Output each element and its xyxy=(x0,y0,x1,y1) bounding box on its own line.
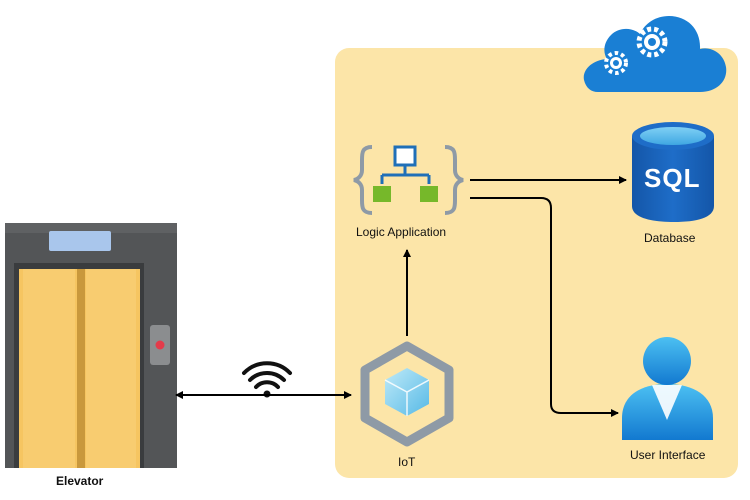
logic-app-label: Logic Application xyxy=(356,225,447,239)
iot-label: IoT xyxy=(398,455,416,469)
user-interface-label: User Interface xyxy=(630,448,706,462)
connectors xyxy=(175,176,627,417)
user-icon xyxy=(622,337,713,440)
cloud-gears-icon xyxy=(583,16,727,92)
sql-database-icon xyxy=(632,122,714,222)
elevator-call-button xyxy=(155,340,165,350)
elevator-icon xyxy=(5,223,177,468)
logic-app-icon xyxy=(353,145,464,215)
iot-hub-icon xyxy=(360,341,454,447)
elevator-label: Elevator xyxy=(56,474,104,488)
database-label: Database xyxy=(644,231,696,245)
wifi-icon xyxy=(242,361,292,398)
edge-logic-user-interface xyxy=(470,197,619,417)
sql-badge: SQL xyxy=(644,163,701,193)
